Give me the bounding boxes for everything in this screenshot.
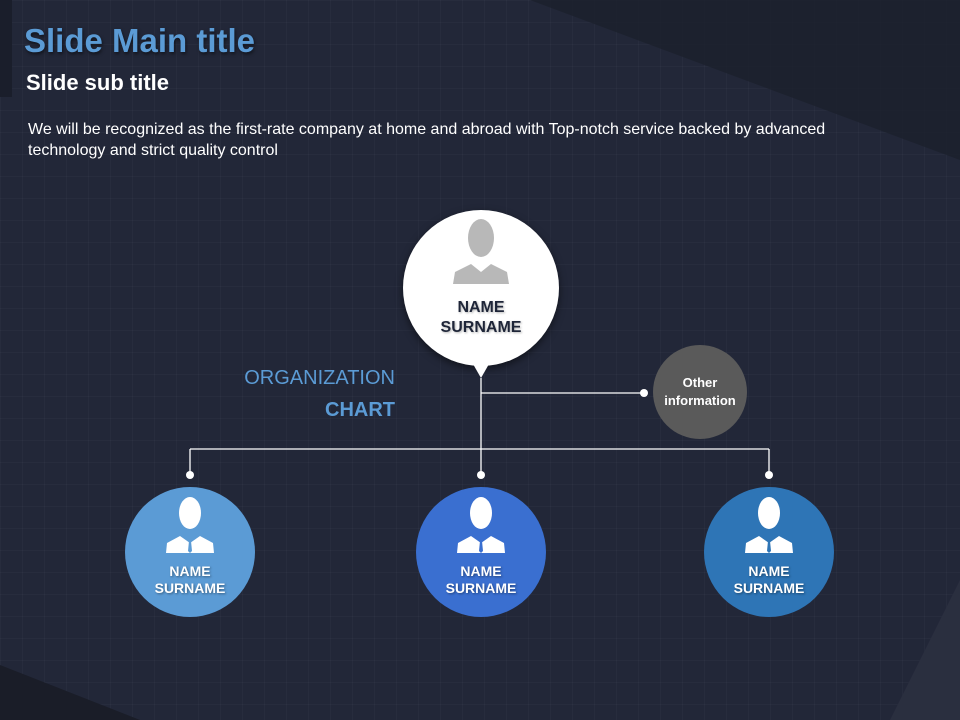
other-line1: Other — [682, 375, 718, 390]
person-icon — [457, 497, 505, 553]
org-chart-label: ORGANIZATION CHART — [200, 362, 395, 426]
connector-dot — [477, 471, 485, 479]
connector-dot — [640, 389, 648, 397]
person-icon — [453, 219, 509, 284]
child-name: NAME — [460, 563, 502, 579]
connector-dot — [765, 471, 773, 479]
slide-title: Slide Main title — [24, 22, 256, 59]
slide-subtitle: Slide sub title — [26, 70, 170, 95]
top-node-name: NAME — [457, 299, 505, 316]
top-node-surname: SURNAME — [440, 319, 522, 336]
connector-dot — [186, 471, 194, 479]
org-label-line2: CHART — [325, 399, 395, 421]
child-node-2[interactable]: NAME SURNAME — [416, 487, 546, 617]
child-name: NAME — [748, 563, 790, 579]
other-line2: information — [664, 393, 736, 408]
org-label-line1: ORGANIZATION — [244, 367, 395, 389]
child-name: NAME — [169, 563, 211, 579]
other-information-node[interactable]: Other information — [653, 345, 747, 439]
child-node-1[interactable]: NAME SURNAME — [125, 487, 255, 617]
child-surname: SURNAME — [445, 580, 517, 596]
child-surname: SURNAME — [154, 580, 226, 596]
title-accent-bar — [0, 0, 12, 97]
top-node[interactable]: NAME SURNAME — [403, 210, 559, 378]
person-icon — [745, 497, 793, 553]
slide-description: We will be recognized as the first-rate … — [28, 121, 826, 159]
child-surname: SURNAME — [733, 580, 805, 596]
person-icon — [166, 497, 214, 553]
child-node-3[interactable]: NAME SURNAME — [704, 487, 834, 617]
